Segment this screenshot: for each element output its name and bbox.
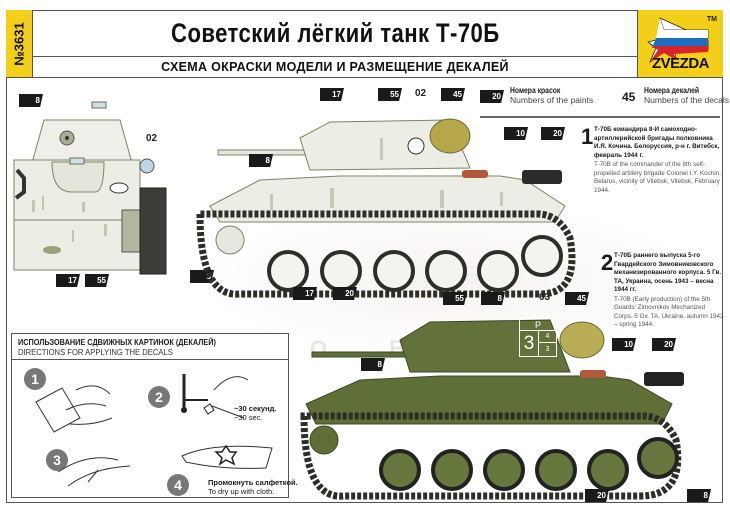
- scheme1-description-ru: Т-70Б командира 8-И самоходно-артиллерий…: [594, 126, 720, 159]
- side1-callout-20: 20: [541, 127, 565, 140]
- article-number-tab: №3631: [6, 10, 33, 78]
- scheme2-number: 2: [601, 250, 614, 275]
- legend-divider: [480, 116, 720, 118]
- side1-callout-55: 55: [378, 88, 402, 101]
- callout-value: 55: [390, 90, 399, 99]
- step-2-illustration: [181, 374, 249, 419]
- callout-value: 8: [703, 491, 708, 500]
- side1-callout-45: 45: [441, 88, 465, 101]
- side1-callout-10: 10: [504, 127, 528, 140]
- decal-legend-label: Номера декалей Numbers of the decals: [644, 86, 729, 105]
- callout-value: 10: [516, 129, 525, 138]
- decal-label-en: Numbers of the decals: [644, 95, 730, 105]
- decal-directions-header: ИСПОЛЬЗОВАНИЕ СДВИЖНЫХ КАРТИНОК (ДЕКАЛЕЙ…: [12, 334, 288, 360]
- callout-value: 55: [455, 294, 464, 303]
- side2-callout-10: 10: [612, 338, 636, 351]
- marking-big-number: 3: [520, 331, 539, 356]
- trademark: TM: [706, 16, 717, 23]
- callout-value: 55: [97, 276, 106, 285]
- side1-callout-8: 8: [249, 154, 273, 167]
- scheme1-side-view-illustration: [196, 118, 576, 298]
- callout-value: 8: [377, 360, 382, 369]
- step-2-note-en: ~30 sec.: [234, 413, 263, 422]
- callout-value: 45: [453, 90, 462, 99]
- step-4-badge: 4: [167, 474, 189, 496]
- paint-legend-label: Номера красок Numbers of the paints: [510, 86, 593, 105]
- side2-callout-wheel-20: 20: [585, 489, 609, 502]
- paint-label-en: Numbers of the paints: [510, 95, 594, 105]
- scheme1-front-view-illustration: [13, 101, 167, 275]
- side2-callout-55: 55: [443, 292, 467, 305]
- decal-label-ru: Номера декалей: [644, 86, 700, 95]
- scheme2-description-ru: Т-70Б раннего выпуска 5-го Гвардейского …: [614, 252, 722, 293]
- callout-value: 20: [345, 289, 354, 298]
- marking-fraction-top: 4: [539, 331, 556, 343]
- decal-directions-title-ru: ИСПОЛЬЗОВАНИЕ СДВИЖНЫХ КАРТИНОК (ДЕКАЛЕЙ…: [18, 337, 216, 347]
- scheme1-description: 1 Т-70Б командира 8-И самоходно-артиллер…: [581, 124, 724, 195]
- page-subtitle: СХЕМА ОКРАСКИ МОДЕЛИ И РАЗМЕЩЕНИЕ ДЕКАЛЕ…: [161, 60, 509, 74]
- callout-value: 10: [624, 340, 633, 349]
- step-4-note-en: To dry up with cloth.: [208, 487, 275, 496]
- callout-value: 17: [332, 90, 341, 99]
- side1-callout-17: 17: [320, 88, 344, 101]
- callout-value: 8: [35, 96, 40, 105]
- callout-value: 8: [497, 294, 502, 303]
- title-row: Советский лёгкий танк Т-70Б: [33, 10, 637, 57]
- callout-value: 20: [664, 340, 673, 349]
- side1-callout-decal: 02: [415, 88, 427, 99]
- side2-callout-gun-8: 8: [361, 358, 385, 371]
- side2-callout-track-8: 8: [687, 489, 711, 502]
- callout-value: 20: [553, 129, 562, 138]
- turret-tactical-marking: Р 3 4 3: [519, 318, 557, 357]
- step-4-note-ru: Промокнуть салфеткой.: [208, 478, 298, 487]
- side2-callout-45: 45: [565, 292, 589, 305]
- decal-number-example: 45: [622, 90, 636, 104]
- side2-callout-decal: 03: [539, 292, 551, 303]
- step-2-note: ~30 секунд. ~30 sec.: [234, 404, 276, 422]
- zvezda-logo: TM ZVEZDA: [637, 10, 723, 78]
- decal-directions-panel: ИСПОЛЬЗОВАНИЕ СДВИЖНЫХ КАРТИНОК (ДЕКАЛЕЙ…: [11, 333, 298, 498]
- side1-callout-wheel-20: 20: [333, 287, 357, 300]
- step-3-illustration: [57, 457, 131, 487]
- brand-name: ZVEZDA: [652, 55, 710, 72]
- marking-top: Р: [520, 319, 556, 331]
- front-callout-paint-17: 17: [56, 274, 80, 287]
- paint-number-example: 20: [492, 92, 501, 101]
- side2-callout-8: 8: [481, 292, 505, 305]
- step-4-illustration: [181, 444, 273, 469]
- paint-label-ru: Номера красок: [510, 86, 561, 95]
- front-callout-paint: 8: [19, 94, 43, 107]
- scheme2-description-en: T-70B (Early production) of the 5th Guar…: [614, 295, 724, 329]
- step-2-note-ru: ~30 секунд.: [234, 404, 277, 413]
- marking-fraction-bottom: 3: [545, 346, 550, 353]
- paint-number-badge: 20: [480, 90, 504, 103]
- step-2-badge: 2: [148, 386, 170, 408]
- step-4-note: Промокнуть салфеткой. To dry up with clo…: [208, 478, 298, 496]
- scheme2-description: 2 Т-70Б раннего выпуска 5-го Гвардейског…: [601, 250, 724, 330]
- callout-value: 17: [305, 289, 314, 298]
- article-number: №3631: [11, 21, 27, 66]
- step-3-badge: 3: [46, 449, 68, 471]
- side2-callout-20: 20: [652, 338, 676, 351]
- page-title: Советский лёгкий танк Т-70Б: [170, 17, 500, 48]
- callout-value: 17: [68, 276, 77, 285]
- callout-value: 8: [265, 156, 270, 165]
- legend: 20 Номера красок Numbers of the paints 4…: [480, 86, 729, 118]
- scheme2-side-view-illustration: [300, 319, 684, 500]
- step-1-illustration: [35, 385, 113, 433]
- scheme1-number: 1: [581, 124, 594, 149]
- zvezda-star-flag-icon: [647, 17, 709, 64]
- scheme1-description-en: T-70B of the commander of the 8th self-p…: [594, 161, 721, 194]
- callout-value: 20: [597, 491, 606, 500]
- front-callout-paint-55: 55: [85, 274, 109, 287]
- callout-value: 45: [577, 294, 586, 303]
- subtitle-row: СХЕМА ОКРАСКИ МОДЕЛИ И РАЗМЕЩЕНИЕ ДЕКАЛЕ…: [33, 57, 637, 78]
- side1-callout-wheel-17: 17: [293, 287, 317, 300]
- step-1-badge: 1: [24, 368, 46, 390]
- front-callout-decal: 02: [146, 133, 158, 144]
- decal-directions-title-en: DIRECTIONS FOR APPLYING THE DECALS: [18, 347, 173, 357]
